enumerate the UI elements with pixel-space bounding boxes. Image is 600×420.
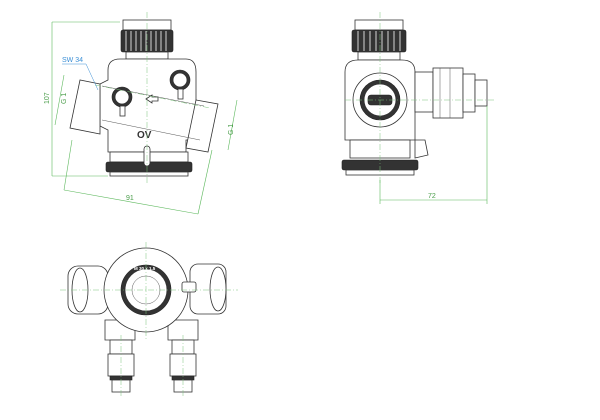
length-dimension: 91 [126, 195, 134, 202]
thread-right-label: G 1 [228, 124, 235, 135]
cap-marking: M 30 x 1.5 [134, 266, 156, 271]
wrench-size-callout: SW 34 [62, 57, 83, 64]
front-view: OV [69, 12, 219, 185]
side-view [341, 12, 495, 185]
side-dimensions: 72 [379, 106, 488, 204]
bottom-view: M 30 x 1.5 [60, 242, 238, 398]
thread-left-label: G 1 [61, 93, 68, 104]
body-marking: OV [137, 130, 152, 141]
depth-dimension: 72 [428, 193, 436, 200]
height-dimension: 107 [44, 92, 51, 104]
front-dimensions: 107 G 1 G 1 91 SW 34 [44, 21, 238, 215]
